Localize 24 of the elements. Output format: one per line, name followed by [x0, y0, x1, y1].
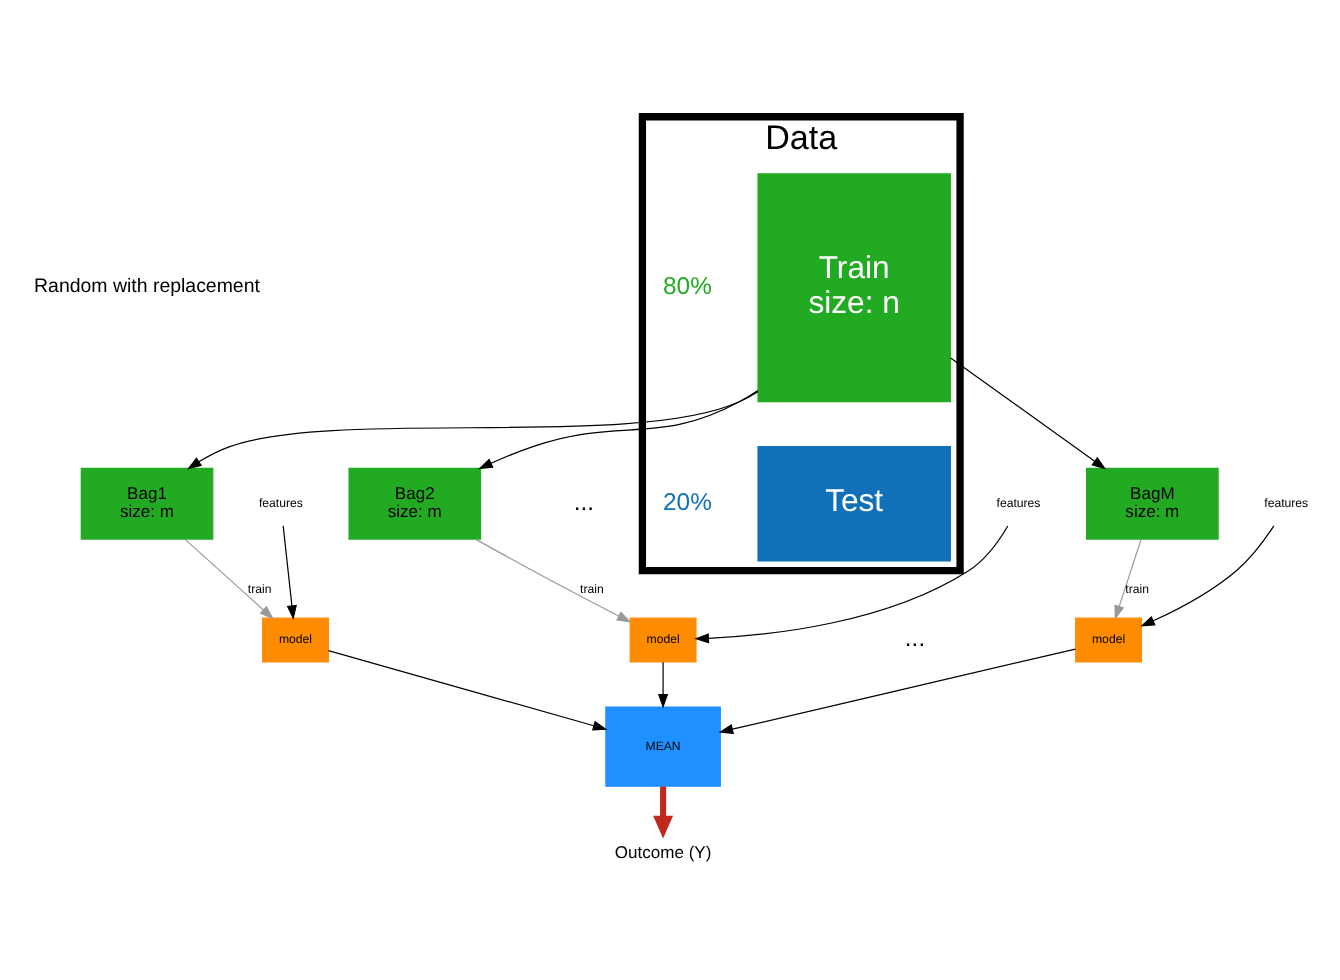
arrow	[1113, 537, 1141, 619]
label: ...	[903, 623, 925, 652]
arrow	[474, 537, 631, 622]
arrow	[949, 356, 1106, 469]
node-text: Outcome (Y)	[613, 840, 711, 861]
arrow	[656, 660, 668, 708]
node-box: Bag2 size: m	[347, 466, 481, 539]
arrow	[1139, 524, 1274, 626]
node-box: Train size: n	[756, 172, 950, 402]
arrow	[652, 785, 673, 838]
arrow	[186, 390, 758, 469]
arrow	[717, 647, 1076, 734]
arrow	[183, 537, 273, 619]
arrow	[693, 524, 1008, 643]
node-label: 80%	[662, 270, 711, 299]
node-box: Test	[756, 444, 950, 561]
label: ...	[572, 486, 594, 515]
node-box: Bag1 size: m	[79, 466, 213, 539]
arrow	[477, 388, 758, 469]
node-box: BagM size: m	[1085, 466, 1218, 539]
arrow	[281, 524, 296, 619]
node-label: 20%	[662, 486, 711, 515]
arrow	[326, 649, 607, 730]
label: Random with replacement	[33, 275, 259, 298]
